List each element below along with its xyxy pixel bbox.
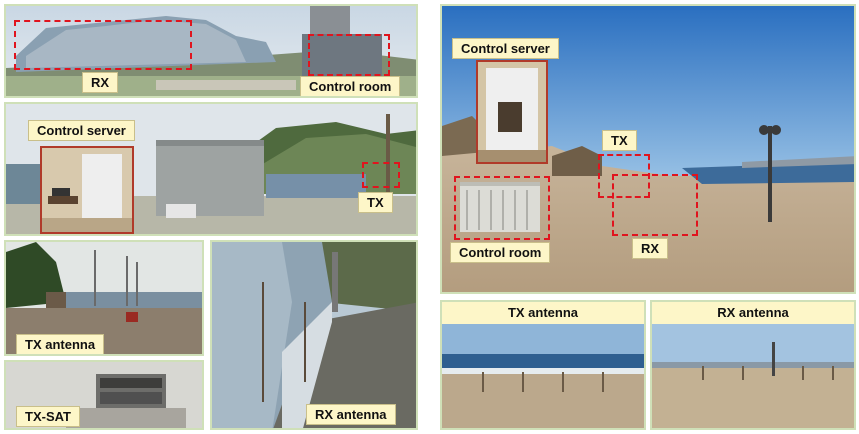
rx-highlight-box-large: [612, 174, 698, 236]
photo-tx-sat: TX-SAT: [4, 360, 204, 430]
label-control-room-large: Control room: [450, 242, 551, 263]
photo-rx-antenna-beach: RX antenna: [650, 300, 856, 430]
label-tx-antenna: TX antenna: [16, 334, 105, 354]
photo-beach-overview: Control server TX Control room RX: [440, 4, 856, 294]
photo-control-server-tx: Control server TX: [4, 102, 418, 236]
label-control-server: Control server: [28, 120, 135, 141]
photo-rx-antenna-wall: RX antenna: [210, 240, 418, 430]
label-rx: RX: [82, 72, 119, 93]
control-server-inset-large: [476, 60, 548, 164]
rx-antenna-wall-scene: [212, 242, 416, 428]
label-tx-large: TX: [602, 130, 637, 151]
rx-highlight-box: [14, 20, 192, 70]
rooftop-rx-scene: [6, 6, 416, 96]
label-tx-sat: TX-SAT: [16, 406, 80, 427]
label-control-room: Control room: [300, 76, 401, 96]
control-room-highlight-box: [308, 34, 390, 76]
control-server-inset: [40, 146, 134, 234]
banner-rx-antenna: RX antenna: [652, 302, 854, 324]
label-rx-large: RX: [632, 238, 669, 259]
tx-highlight-box-large: [598, 154, 650, 198]
control-room-highlight-box-large: [454, 176, 550, 240]
control-room-container: [460, 182, 540, 232]
photo-rooftop-rx: RX Control room: [4, 4, 418, 98]
photo-tx-antenna: TX antenna: [4, 240, 204, 356]
label-rx-antenna: RX antenna: [306, 404, 396, 425]
label-tx: TX: [358, 192, 393, 213]
tx-highlight-box: [362, 162, 400, 188]
photo-tx-antenna-beach: TX antenna: [440, 300, 646, 430]
banner-tx-antenna: TX antenna: [442, 302, 644, 324]
label-control-server-large: Control server: [452, 38, 559, 59]
